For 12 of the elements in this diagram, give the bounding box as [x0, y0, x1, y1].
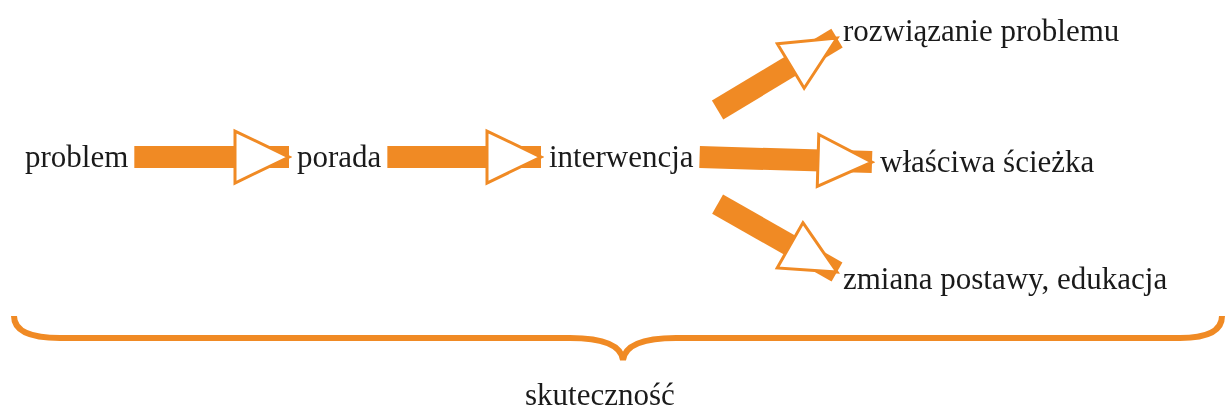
- node-label: porada: [297, 139, 382, 174]
- node-label: właściwa ścieżka: [880, 144, 1095, 179]
- block-arrow: [711, 28, 843, 120]
- block-arrow: [134, 129, 291, 185]
- block-arrow: [387, 129, 543, 185]
- node-label: interwencja: [549, 139, 694, 174]
- block-arrow: [699, 133, 874, 188]
- node-label: zmiana postawy, edukacja: [843, 261, 1168, 296]
- node-label: problem: [25, 139, 129, 174]
- node-label: rozwiązanie problemu: [843, 13, 1120, 48]
- caption-text: skuteczność: [525, 378, 675, 413]
- block-arrow: [712, 194, 843, 282]
